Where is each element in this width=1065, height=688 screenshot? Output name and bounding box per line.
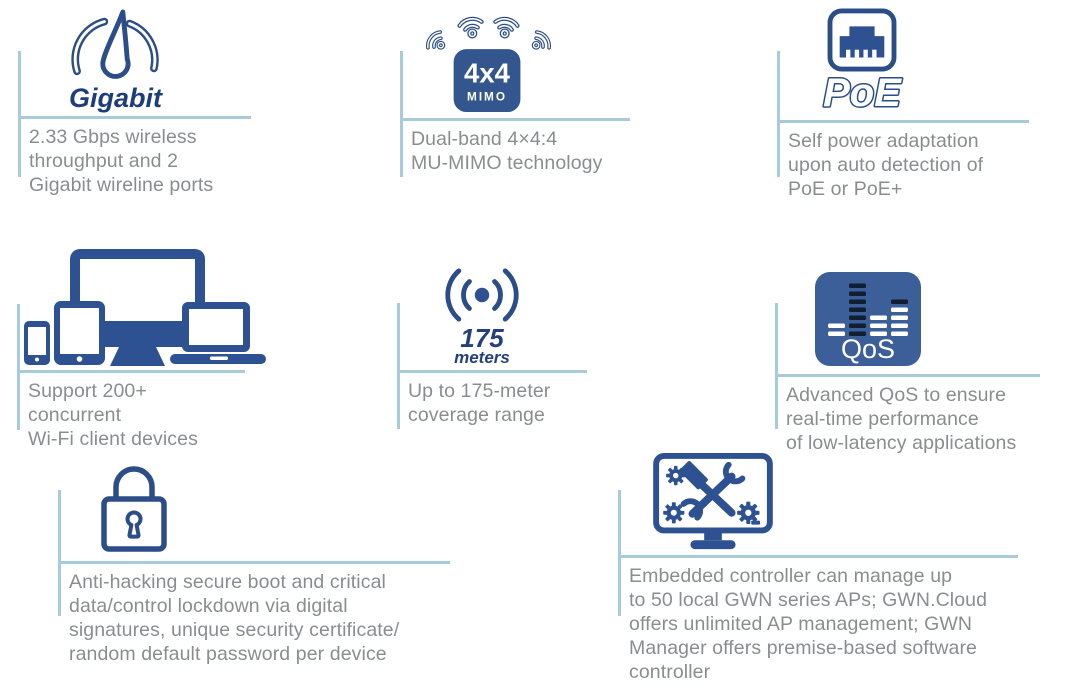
accent-line — [775, 303, 778, 429]
feature-description: Dual-band 4×4:4 MU-MIMO technology — [411, 128, 603, 174]
feature-clients: Support 200+ concurrent Wi-Fi client dev… — [17, 230, 266, 451]
feature-description: Support 200+ concurrent Wi-Fi client dev… — [28, 380, 198, 450]
divider-line — [618, 555, 1018, 558]
gigabit-caption: Gigabit — [69, 83, 162, 113]
mimo-badge-line2: MIMO — [467, 90, 507, 103]
feature-mimo: 4x4 MIMO Dual-band 4×4:4 MU-MIMO technol… — [400, 0, 630, 177]
feature-description: Anti-hacking secure boot and critical da… — [69, 571, 400, 665]
hammer-wrench-glyph — [679, 461, 746, 521]
accent-line — [618, 490, 621, 616]
feature-qos: QoS Advanced QoS to ensure real-time per… — [775, 230, 1040, 455]
ethernet-port-icon — [827, 8, 897, 72]
divider-line — [17, 370, 245, 373]
divider-line — [18, 116, 251, 119]
poe-wordmark: PoE — [822, 72, 904, 114]
feature-description: Advanced QoS to ensure real-time perform… — [786, 384, 1017, 454]
qos-badge: QoS — [840, 334, 894, 364]
padlock-icon — [101, 466, 167, 552]
divider-line — [775, 374, 1040, 377]
qos-equalizer-icon: QoS — [814, 272, 921, 366]
feature-description: Up to 175-meter coverage range — [408, 380, 551, 426]
feature-coverage: 175 meters Up to 175-meter coverage rang… — [397, 230, 587, 429]
divider-line — [58, 561, 450, 564]
accent-line — [17, 304, 20, 430]
poe-caption: PoE — [823, 72, 902, 114]
accent-line — [18, 51, 21, 177]
feature-description: Self power adaptation upon auto detectio… — [788, 130, 984, 200]
feature-security: Anti-hacking secure boot and critical da… — [58, 450, 450, 666]
divider-line — [397, 370, 587, 373]
coverage-number: 175 — [460, 323, 504, 353]
mimo-badge-line1: 4x4 — [464, 58, 511, 89]
coverage-unit: meters — [454, 348, 510, 367]
accent-line — [397, 303, 400, 429]
client-devices-icon — [24, 249, 266, 366]
accent-line — [777, 51, 780, 177]
feature-description: 2.33 Gbps wireless throughput and 2 Giga… — [29, 126, 214, 196]
accent-line — [400, 51, 403, 177]
divider-line — [400, 118, 630, 121]
feature-description: Embedded controller can manage up to 50 … — [629, 565, 988, 683]
accent-line — [58, 490, 61, 616]
feature-poe: PoE Self power adaptation upon auto dete… — [777, 0, 1029, 201]
feature-gigabit: Gigabit 2.33 Gbps wireless throughput an… — [18, 0, 251, 197]
coverage-signal-icon — [445, 268, 519, 322]
management-console-icon — [653, 453, 773, 550]
wifi-mimo-icon: 4x4 MIMO — [422, 4, 555, 113]
feature-controller: Embedded controller can manage up to 50 … — [618, 450, 1018, 684]
divider-line — [777, 120, 1029, 123]
speedometer-icon — [70, 9, 159, 79]
